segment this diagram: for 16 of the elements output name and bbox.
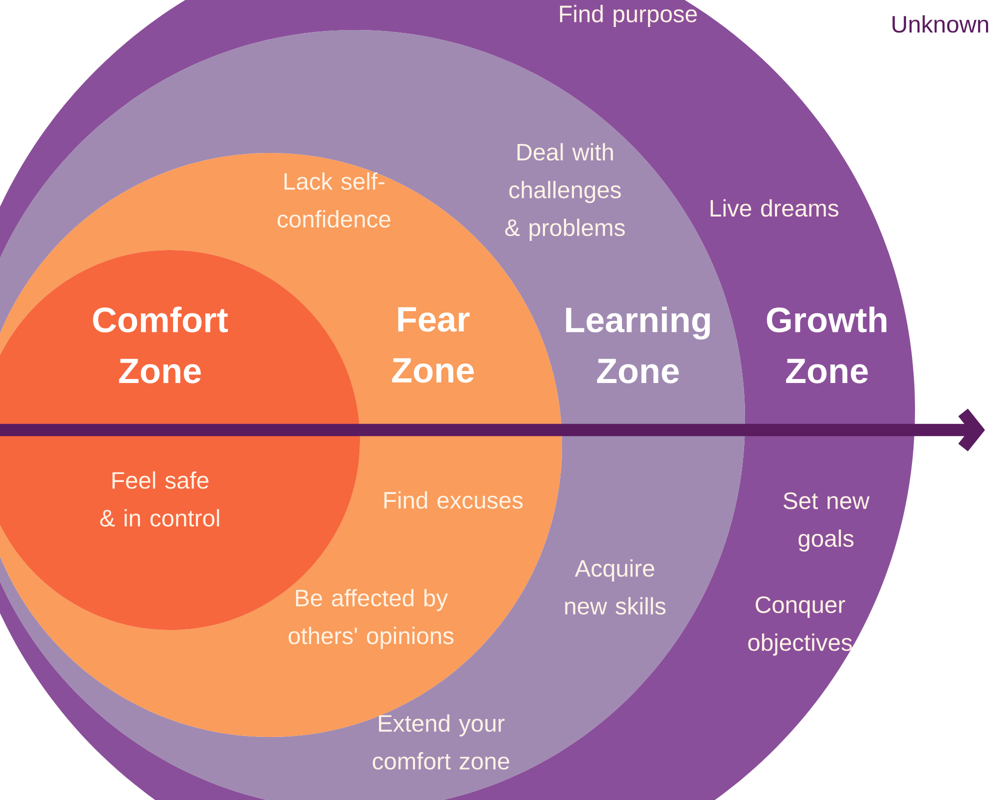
zone-note: Feel safe & in control [100, 471, 220, 527]
zone-title: Fear Zone [392, 307, 474, 383]
zone-note: Conquer objectives [748, 596, 852, 656]
zone-note: Find purpose [560, 4, 697, 28]
zone-title: Learning Zone [566, 306, 710, 384]
zone-note: Acquire new skills [565, 559, 666, 615]
zone-note: Set new goals [784, 492, 870, 552]
zone-note: Live dreams [710, 199, 838, 217]
zone-note: Be affected by others' opinions [288, 589, 454, 649]
zone-title: Comfort Zone [93, 306, 228, 384]
credit-text: Unknown [892, 15, 988, 33]
zone-title: Growth Zone [766, 306, 886, 384]
zone-note: Lack self-confidence [278, 172, 390, 228]
zone-note: Find excuses [384, 491, 523, 509]
zone-note: Deal with challenges & problems [505, 143, 625, 241]
zone-note: Extend your comfort zone [372, 714, 510, 770]
